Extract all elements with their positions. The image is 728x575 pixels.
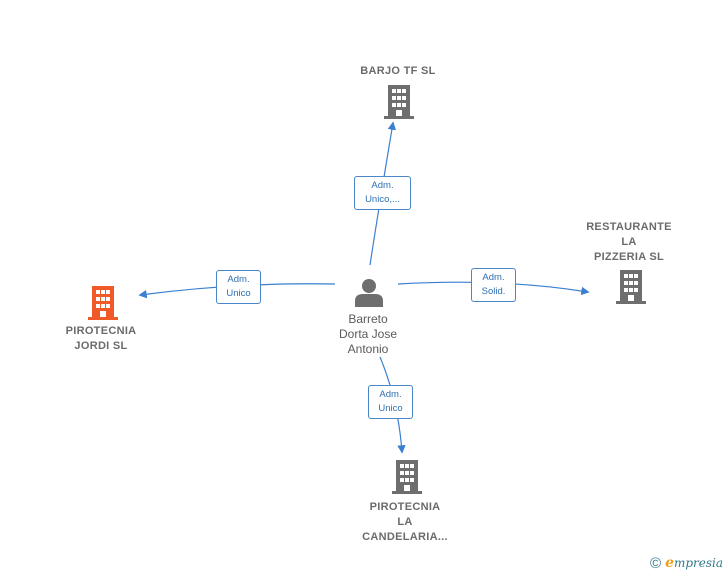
copyright-icon: © [650,554,662,572]
person-node[interactable]: Barreto Dorta Jose Antonio [318,312,418,357]
building-icon [384,85,414,119]
brand-logo-e: e [665,555,674,571]
building-icon [88,286,118,320]
relation-badge-barjo[interactable]: Adm. Unico,... [354,176,411,210]
relation-badge-restaurante[interactable]: Adm. Solid. [471,268,516,302]
company-node-pirotecnia-candelaria[interactable]: PIROTECNIA LA CANDELARIA... [350,500,460,545]
brand-logo-rest: mpresia [673,556,724,570]
company-label-barjo: BARJO TF SL [360,65,436,77]
person-icon [355,279,383,307]
company-node-restaurante[interactable]: RESTAURANTE LA PIZZERIA SL [574,220,684,265]
building-icon [616,270,646,304]
company-label-restaurante: RESTAURANTE LA PIZZERIA SL [586,221,672,263]
brand-logo[interactable]: empresia [665,555,723,571]
building-icon [392,460,422,494]
person-label: Barreto Dorta Jose Antonio [338,312,398,356]
company-label-pirotecnia-jordi: PIROTECNIA JORDI SL [65,325,137,352]
relation-badge-pirotecnia-candelaria[interactable]: Adm. Unico [368,385,413,419]
footer-brand: © empresia [650,554,723,572]
company-node-pirotecnia-jordi[interactable]: PIROTECNIA JORDI SL [46,324,156,354]
company-label-pirotecnia-candelaria: PIROTECNIA LA CANDELARIA... [362,501,448,543]
relation-badge-pirotecnia-jordi[interactable]: Adm. Unico [216,270,261,304]
company-node-barjo[interactable]: BARJO TF SL [340,64,456,79]
